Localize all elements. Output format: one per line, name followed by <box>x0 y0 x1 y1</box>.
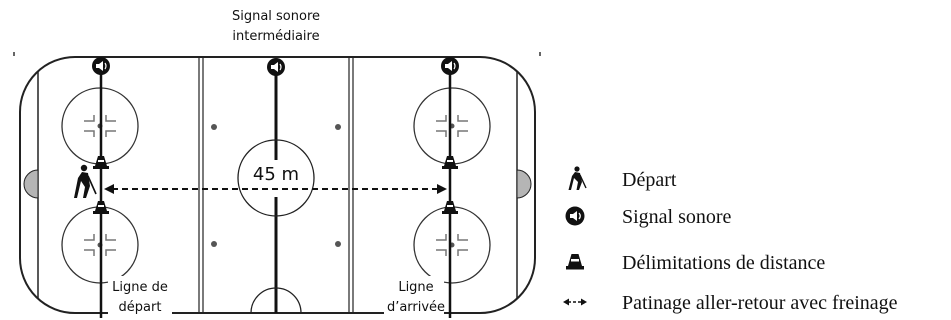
start-line-label: Ligne de <box>112 280 168 295</box>
start-label-bg <box>108 276 172 314</box>
distance-arrow <box>104 184 447 194</box>
center-circle <box>237 139 315 217</box>
faceoff-dot <box>335 124 341 130</box>
cone-icon <box>442 156 458 169</box>
goal-right <box>516 169 532 199</box>
legend-label-patinage: Patinage aller-retour avec freinage <box>622 292 898 314</box>
signal-mid-label: Signal sonore <box>232 9 320 24</box>
legend-label-cones: Délimitations de distance <box>622 252 825 274</box>
goal-left <box>23 169 39 199</box>
speaker-icon <box>92 57 110 75</box>
legend-label-depart: Départ <box>622 169 677 191</box>
legend-label-signal: Signal sonore <box>622 206 732 228</box>
finish-line-label-2: d’arrivée <box>387 300 445 315</box>
cone-icon <box>93 156 109 169</box>
referee-crease <box>250 287 302 313</box>
finish-line-label: Ligne <box>398 280 433 295</box>
skater-icon <box>568 166 587 190</box>
speaker-icon <box>441 57 459 75</box>
legend: Départ Signal sonore Délimitations de di… <box>563 166 898 314</box>
faceoff-dot <box>335 241 341 247</box>
distance-label: 45 m <box>253 164 299 185</box>
double-arrow-icon <box>563 298 587 306</box>
speaker-icon <box>267 58 285 76</box>
speaker-icon <box>565 206 585 226</box>
cone-icon <box>442 201 458 214</box>
faceoff-dot <box>211 124 217 130</box>
finish-label-bg <box>384 276 444 314</box>
signal-mid-label-2: intermédiaire <box>232 29 319 44</box>
start-line-label-2: départ <box>119 300 162 315</box>
cone-icon <box>93 201 109 214</box>
distance-label-bg <box>254 162 298 186</box>
cone-icon <box>566 254 584 270</box>
skater-icon <box>74 164 97 198</box>
faceoff-dot <box>211 241 217 247</box>
